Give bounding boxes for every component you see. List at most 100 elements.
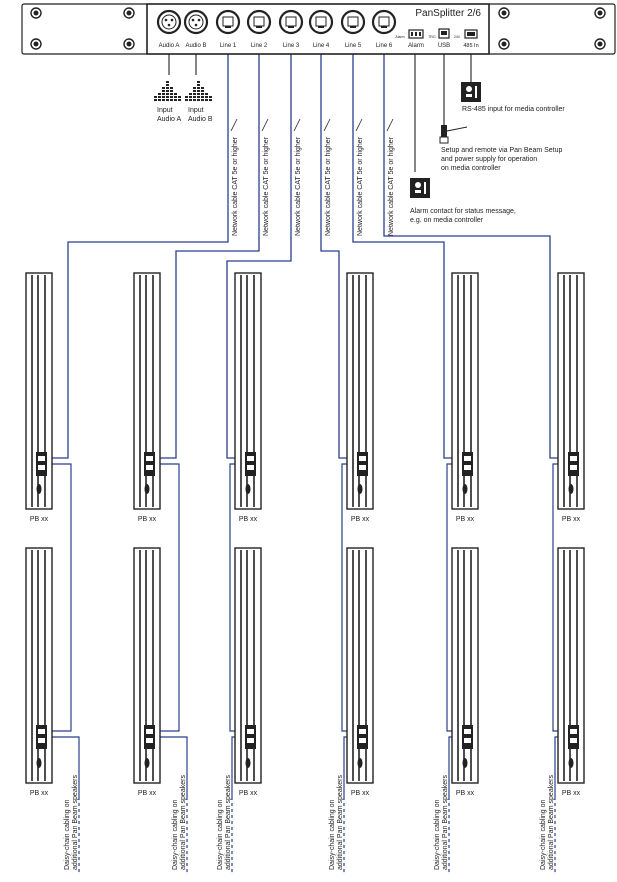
rack-screw-hole-4 [126,41,132,47]
level-bar [154,96,157,98]
cable-label: Network cable CAT 5e or higher [388,136,395,236]
level-bar [170,87,173,89]
level-bar [185,96,188,98]
controller-knob [466,86,472,92]
daisy-chain-label: Daisy-chain cabling on [329,799,336,870]
speaker-foot [144,758,150,768]
daisy-chain-label: additional Pan Beam speakers [548,775,555,870]
level-bar [209,96,212,98]
speaker-port-socket [464,456,471,461]
level-bar [197,96,200,98]
line-port-clip-2 [256,26,262,28]
level-bar [162,87,165,89]
rack-screw-hole-3 [126,10,132,16]
pan-beam-speaker [25,547,53,784]
cable-tick-mark [230,118,238,132]
pan-beam-speaker [234,272,262,510]
mark-trg: TRG [428,35,436,39]
controller-key [415,190,421,193]
alarm-controller-icon [410,178,430,198]
speaker-label: PB xx [138,790,157,797]
usb-annotation-line: and power supply for operation [441,156,537,163]
speaker-port-block [357,725,368,749]
line-port-socket-4 [315,16,327,27]
level-bar [178,99,181,101]
speaker-foot [245,484,251,494]
speaker-port-block [462,725,473,749]
rack-screw-hole-6 [501,41,507,47]
speaker-port-socket [570,738,577,743]
line-port-socket-6 [378,16,390,27]
line-port-clip-4 [318,26,324,28]
pan-beam-speaker [557,272,585,510]
speaker-port-socket [359,456,366,461]
device-input-label: Audio A [159,43,180,49]
overlay-layer [25,81,585,784]
speaker-port-block [462,452,473,476]
line-port-socket-1 [222,16,234,27]
level-bar [166,81,169,83]
level-bar [193,93,196,95]
level-bar [205,96,208,98]
line-port-clip-6 [381,26,387,28]
speaker-port-socket [570,729,577,734]
controller-body [461,82,481,102]
line-port-clip-3 [288,26,294,28]
speaker-port-block [144,725,155,749]
alarm-pin-1 [411,32,413,36]
daisy-out-cable [150,736,188,874]
daisy-link-cable [42,463,72,732]
controller-knob [415,182,421,188]
level-bar [166,90,169,92]
line-port-socket-3 [285,16,297,27]
level-bar [189,96,192,98]
line-port-clip-1 [225,26,231,28]
alarm-port-label: Alarm [408,43,424,49]
xlr-pin-1-3 [167,23,171,27]
pan-beam-speaker [346,547,374,784]
speaker-port-socket [464,465,471,470]
rs485-port-label: 485 In [463,43,478,49]
speaker-port-socket [359,729,366,734]
speaker-port-socket [146,465,153,470]
level-bar [174,96,177,98]
audio-input-label: Audio B [188,116,213,123]
level-bar [162,96,165,98]
level-bar [197,93,200,95]
speaker-label: PB xx [456,790,475,797]
pan-beam-speaker [557,547,585,784]
cable-tick-mark [355,118,363,132]
cable-label: Network cable CAT 5e or higher [325,136,332,236]
alarm-annotation-line: Alarm contact for status message, [410,208,516,215]
speaker-port-socket [146,729,153,734]
level-bar [209,99,212,101]
speaker-foot [357,758,363,768]
daisy-link-cable [150,463,180,732]
speaker-port-socket [38,738,45,743]
daisy-chain-label: additional Pan Beam speakers [225,775,232,870]
speaker-port-socket [359,738,366,743]
speaker-foot [36,758,42,768]
audio-input-label: Audio A [157,116,181,123]
line-port-clip-5 [350,26,356,28]
speaker-label: PB xx [351,516,370,523]
level-bar [193,87,196,89]
speaker-port-block [36,452,47,476]
device-input-label: Audio B [185,43,206,49]
rs485-controller-icon [461,82,481,102]
line-port-label: Line 1 [220,43,237,49]
line-port-label: Line 6 [376,43,393,49]
controller-fader [424,182,426,194]
level-bar [170,96,173,98]
daisy-chain-label: Daisy-chain cabling on [434,799,441,870]
level-bar [189,93,192,95]
level-bar [193,96,196,98]
network-cable-line-1 [42,33,229,459]
cable-tick-mark [261,118,269,132]
usb-plug [441,125,447,137]
speaker-foot [36,484,42,494]
level-bar [158,96,161,98]
pan-beam-speaker [133,272,161,510]
